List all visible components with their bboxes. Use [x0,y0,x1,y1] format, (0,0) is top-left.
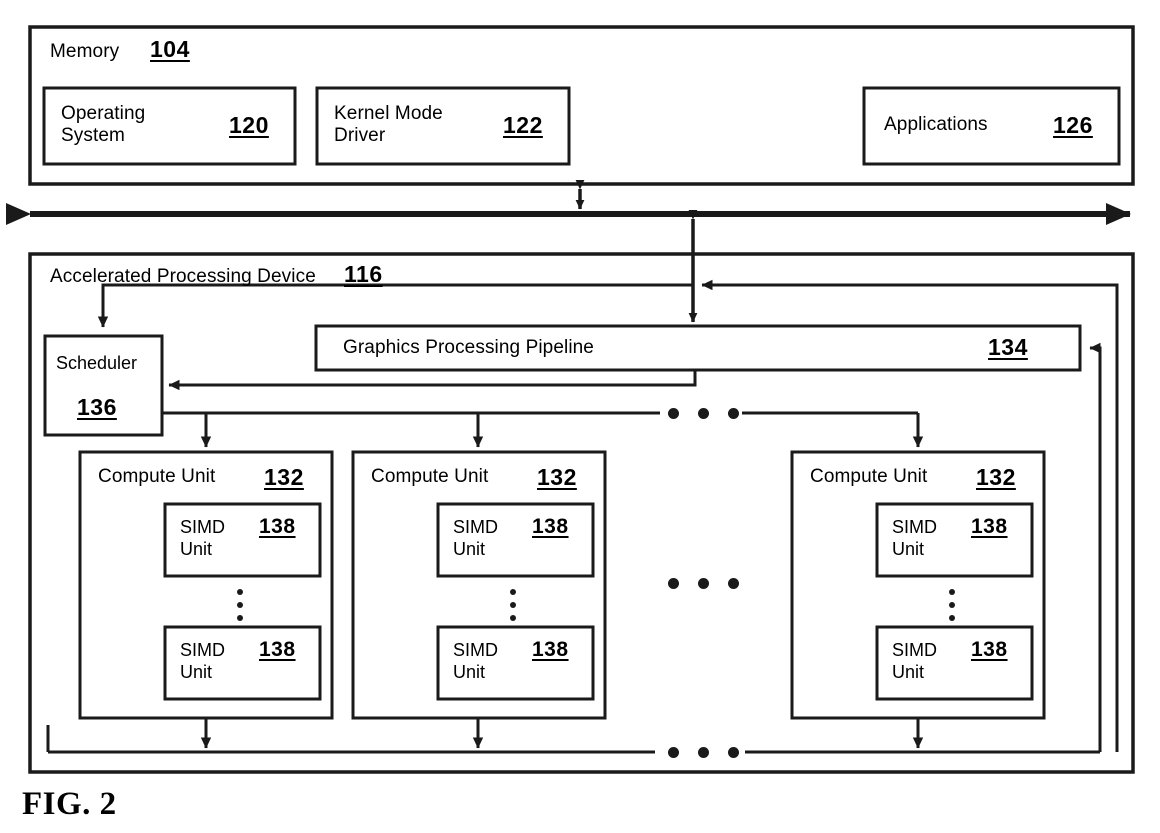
graphics-processing-pipeline-box [314,324,1082,372]
simd-ellipsis-vertical-2 [510,589,516,621]
kernel-mode-driver-label-line2: Driver [334,125,386,146]
simd-unit-label-2-1-line1: SIMD [453,517,498,537]
operating-system-ref: 120 [229,112,269,138]
simd-unit-box-1-2 [163,625,322,701]
simd-unit-box-3-1 [875,502,1034,578]
simd-unit-label-3-1-line1: SIMD [892,517,937,537]
simd-unit-label-3-2-line1: SIMD [892,640,937,660]
simd-unit-label-2-1-line2: Unit [453,539,486,559]
return-path-to-pipeline [1089,342,1102,752]
memory-title: Memory [50,41,120,62]
figure-label-text: FIG. 2 [22,786,117,822]
simd-unit-label-3-1-line2: Unit [892,539,925,559]
kernel-mode-driver-box [315,86,571,166]
operating-system-label-line1: Operating [61,103,146,124]
applications-label: Applications [884,114,988,135]
simd-unit-ref-1-2: 138 [259,638,296,661]
simd-unit-ref-3-1: 138 [971,515,1008,538]
pipeline-to-scheduler-path [168,370,697,391]
scheduler-label: Scheduler [56,353,138,373]
compute-unit-label-2: Compute Unit [371,466,489,487]
graphics-processing-pipeline-ref: 134 [988,334,1028,360]
simd-unit-box-3-2 [875,625,1034,701]
simd-unit-label-1-1-line2: Unit [180,539,213,559]
compute-unit-ref-1: 132 [264,464,304,490]
simd-unit-label-3-2-line2: Unit [892,662,925,682]
operating-system-label-line2: System [61,125,125,146]
simd-unit-label-1-2-line2: Unit [180,662,213,682]
simd-unit-ref-3-2: 138 [971,638,1008,661]
operating-system-box [42,86,297,166]
apd-title: Accelerated Processing Device [50,266,316,287]
simd-unit-box-2-1 [436,502,595,578]
compute-unit-ref-2: 132 [537,464,577,490]
simd-unit-box-2-2 [436,625,595,701]
scheduler-box [43,334,164,437]
simd-unit-ref-2-2: 138 [532,638,569,661]
compute-unit-ellipsis [668,578,739,589]
return-path-to-bus [701,279,1119,752]
simd-unit-ref-2-1: 138 [532,515,569,538]
bus-to-scheduler-path [97,283,693,328]
simd-unit-box-1-1 [163,502,322,578]
applications-box [862,86,1121,166]
simd-unit-ref-1-1: 138 [259,515,296,538]
applications-ref: 126 [1053,112,1093,138]
simd-ellipsis-vertical-1 [237,589,243,621]
kernel-mode-driver-label-line1: Kernel Mode [334,103,443,124]
apd-ref: 116 [344,261,383,287]
simd-unit-label-1-2-line1: SIMD [180,640,225,660]
graphics-processing-pipeline-label: Graphics Processing Pipeline [343,337,594,358]
figure-label: FIG. 2 [22,786,117,823]
memory-ref: 104 [150,36,190,62]
kernel-mode-driver-ref: 122 [503,112,543,138]
simd-unit-label-2-2-line2: Unit [453,662,486,682]
scheduler-ref: 136 [77,394,117,420]
dispatch-ellipsis [668,408,739,419]
return-bus-ellipsis [668,747,739,758]
simd-ellipsis-vertical-3 [949,589,955,621]
simd-unit-label-1-1-line1: SIMD [180,517,225,537]
compute-unit-ref-3: 132 [976,464,1016,490]
compute-unit-label-1: Compute Unit [98,466,216,487]
compute-unit-label-3: Compute Unit [810,466,928,487]
simd-unit-label-2-2-line1: SIMD [453,640,498,660]
